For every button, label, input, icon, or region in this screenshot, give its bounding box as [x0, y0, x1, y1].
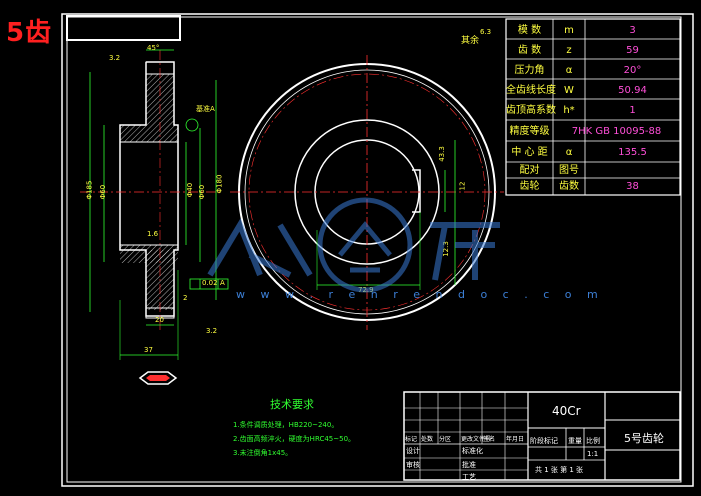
table-param-symbol: W [564, 85, 574, 96]
inner-frame [66, 16, 682, 483]
table-param-symbol: m [564, 25, 574, 36]
title-block-row-label: 标记 [405, 436, 418, 443]
scale-label: 比例 [586, 437, 600, 445]
dim-rough-1: 3.2 [109, 54, 121, 62]
table-param-value: 59 [626, 45, 639, 56]
table-param-name: 齿轮 [519, 181, 540, 192]
dim-rough-3: 3.2 [206, 327, 218, 335]
table-param-symbol: 图号 [559, 165, 579, 176]
tech-requirements-title: 技术要求 [270, 398, 314, 411]
table-param-symbol: 齿数 [559, 181, 579, 192]
title-block-row-label: 年月日 [506, 436, 525, 443]
dim-width-bottom: 37 [144, 346, 153, 354]
dim-bore-diameter: Φ40 [186, 182, 195, 198]
roughness-value: 6.3 [480, 28, 492, 36]
dim-chamfer: 2 [183, 294, 188, 302]
table-param-name: 配对 [519, 165, 540, 176]
approve-label: 批准 [462, 461, 476, 469]
title-block-row-label: 更改文件号 [461, 436, 492, 443]
gear-label-badge: 5齿 [6, 18, 53, 48]
part-name: 5号齿轮 [624, 432, 664, 445]
table-param-name: 精度等级 [509, 126, 550, 137]
table-param-value: 38 [626, 181, 639, 192]
title-box [66, 15, 181, 41]
dim-rough-2: 1.6 [147, 230, 159, 238]
title-block-row-label: 分区 [439, 436, 452, 443]
table-param-symbol: α [565, 65, 573, 76]
weight-label: 重量 [568, 437, 582, 445]
section-view [80, 49, 229, 360]
dim-tolerance: 0.02 [202, 279, 218, 287]
title-block-row-label: 签名 [483, 436, 496, 443]
check-label: 审核 [406, 461, 420, 469]
table-param-symbol: α [565, 147, 573, 158]
table-param-value: 3 [629, 25, 636, 36]
key-symbol-fill [146, 375, 170, 381]
table-param-value: 50.94 [618, 85, 647, 96]
tech-line-1: 1.条件调质处理，HB220~240。 [233, 421, 339, 429]
tech-line-2: 2.齿面高频淬火，硬度为HRC45~50。 [233, 435, 356, 443]
title-block [403, 391, 681, 481]
key-symbol [138, 371, 178, 385]
scale-value: 1:1 [587, 450, 599, 458]
table-param-symbol: z [566, 45, 572, 56]
dim-angle: 45° [147, 44, 160, 52]
table-param-value: 20° [623, 65, 642, 76]
table-param-value: 135.5 [618, 147, 647, 158]
table-param-symbol: h* [563, 105, 575, 116]
design-label: 设计 [406, 447, 420, 455]
table-param-name: 压力角 [514, 65, 545, 76]
table-param-name: 中 心 距 [511, 147, 548, 158]
stage-label: 阶段标记 [530, 437, 558, 445]
tech-line-3: 3.未注倒角1x45。 [233, 449, 293, 457]
std-label: 标准化 [462, 447, 483, 455]
process-label: 工艺 [462, 473, 476, 481]
watermark-url: w w w . r e n r e n d o c . c o m [236, 288, 604, 301]
table-param-name: 全齿线长度 [506, 85, 556, 96]
sheet-info: 共 1 张 第 1 张 [535, 466, 584, 474]
table-param-value: 7HK GB 10095-88 [571, 126, 662, 137]
table-param-name: 模 数 [517, 25, 542, 36]
table-param-name: 齿 数 [517, 45, 542, 56]
gear-data-table [505, 18, 681, 196]
dim-keyway: 43.3 [437, 146, 446, 162]
watermark-logo [207, 197, 500, 293]
datum-label: 基准A [196, 105, 215, 113]
dim-outer-diameter: Φ185 [85, 180, 94, 200]
dim-width-top: 20 [155, 316, 164, 324]
dim-tolerance-datum: A [220, 279, 225, 287]
dim-hub-diameter: Φ60 [99, 184, 108, 200]
title-block-row-label: 处数 [421, 436, 434, 443]
table-param-name: 齿顶高系数 [506, 105, 556, 116]
front-view [230, 55, 504, 330]
table-param-value: 1 [629, 105, 636, 116]
outer-frame [61, 13, 694, 487]
material: 40Cr [552, 404, 581, 418]
roughness-note: 其余 [461, 36, 480, 46]
